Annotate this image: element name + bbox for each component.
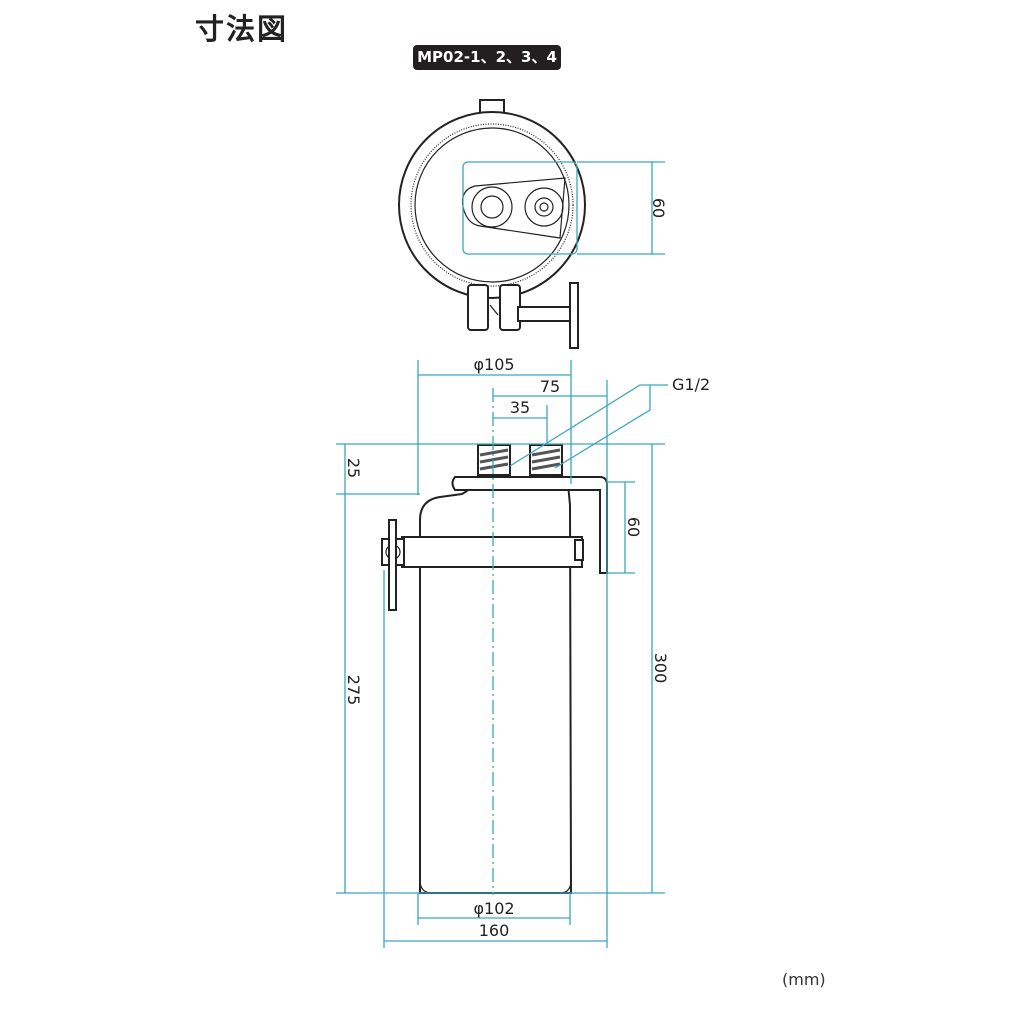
dim-label-25: 25 bbox=[344, 458, 363, 478]
cap bbox=[414, 127, 570, 283]
port-in bbox=[471, 186, 513, 228]
port-out-core bbox=[539, 202, 549, 212]
thread-label: G1/2 bbox=[672, 375, 710, 394]
dim-label-60: 60 bbox=[624, 517, 643, 537]
dim-label-160: 160 bbox=[479, 921, 510, 940]
top-view: 60 bbox=[398, 99, 668, 349]
unit-label: (mm) bbox=[782, 970, 826, 989]
mount-bracket bbox=[451, 476, 608, 574]
dim-label-102: φ102 bbox=[473, 899, 514, 918]
dim-label-300: 300 bbox=[651, 653, 670, 684]
dim-label-60-top: 60 bbox=[649, 198, 668, 218]
t-handle bbox=[388, 519, 397, 611]
thread-leader bbox=[509, 384, 668, 469]
port-out bbox=[524, 187, 564, 227]
side-dimensions: φ105 75 35 G1/2 25 275 60 300 φ102 160 bbox=[336, 355, 710, 948]
dim-label-275: 275 bbox=[344, 675, 363, 706]
model-badge: MP02-1、2、3、4 bbox=[413, 45, 561, 70]
page-title: 寸法図 bbox=[195, 12, 289, 46]
bracket-t bbox=[569, 282, 579, 349]
dim-label-75: 75 bbox=[540, 377, 560, 396]
thread-lines bbox=[479, 448, 561, 471]
port-in-inner bbox=[480, 195, 504, 219]
clamp-left bbox=[467, 284, 489, 331]
dim-label-105: φ105 bbox=[473, 355, 514, 374]
outer-ring bbox=[398, 111, 586, 299]
port-out-inner bbox=[534, 197, 554, 217]
band-screw bbox=[574, 539, 584, 561]
clamp-band bbox=[401, 536, 583, 568]
head-outline-dim bbox=[462, 161, 578, 255]
inner-ring bbox=[410, 123, 574, 287]
clamp-screw bbox=[489, 304, 499, 316]
side-view bbox=[381, 388, 608, 895]
dim-label-35: 35 bbox=[510, 398, 530, 417]
